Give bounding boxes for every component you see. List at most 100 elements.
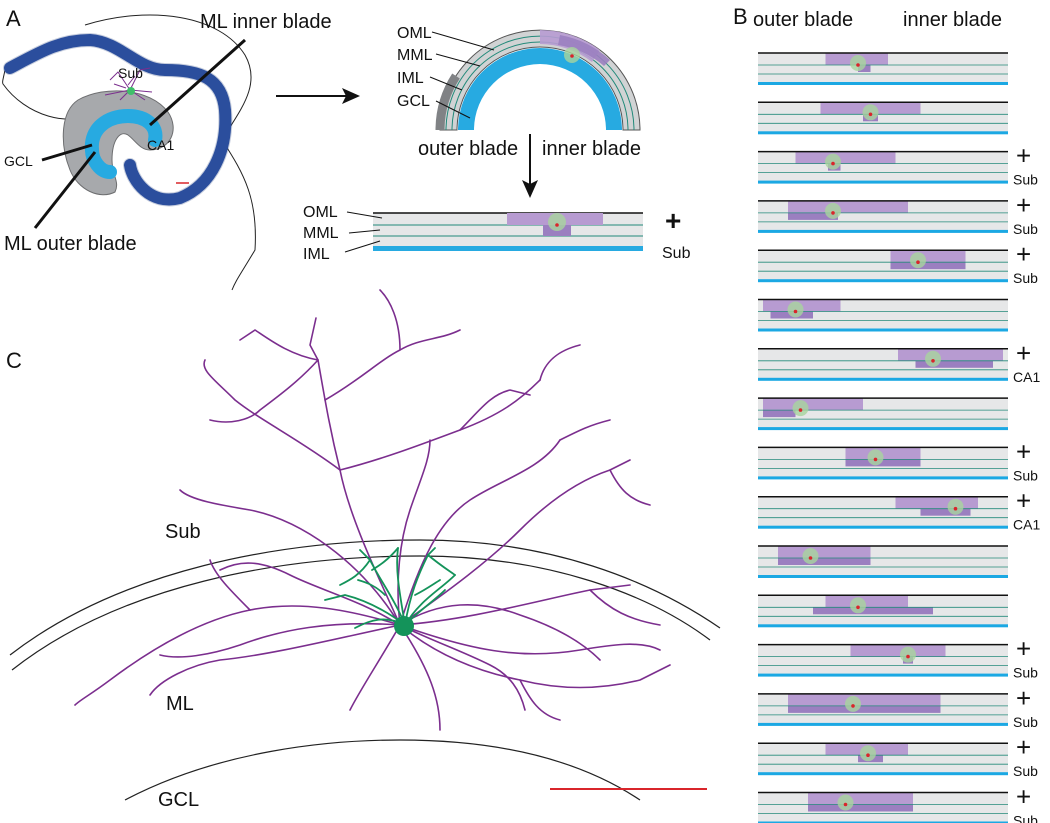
panel-b-row: +Sub xyxy=(758,732,1038,779)
row-outer-axon-span xyxy=(763,398,863,411)
row-projection-label: Sub xyxy=(1013,172,1038,188)
schematic-layer-mml: MML xyxy=(397,47,433,64)
row-gcl-line xyxy=(758,673,1008,677)
row-gcl-line xyxy=(758,476,1008,480)
row-gcl-line xyxy=(758,131,1008,135)
flat-schematic xyxy=(373,212,643,251)
row-soma-halo xyxy=(862,104,879,121)
row-soma-dot xyxy=(831,161,835,166)
row-gcl-line xyxy=(758,772,1008,776)
row-soma-dot xyxy=(866,753,870,757)
panel-b-row xyxy=(758,594,1008,628)
schematic-layer-iml: IML xyxy=(397,70,424,87)
label-sub-a: Sub xyxy=(118,65,143,81)
row-soma-halo xyxy=(787,301,804,318)
row-soma-dot xyxy=(856,605,860,610)
label-ml-inner-blade: ML inner blade xyxy=(200,11,332,33)
row-gcl-line xyxy=(758,624,1008,628)
panel-c-gcl: GCL xyxy=(158,789,199,811)
leader-gcl xyxy=(41,143,93,162)
row-soma-dot xyxy=(856,63,860,67)
row-plus-sign: + xyxy=(1016,683,1031,713)
row-plus-sign: + xyxy=(1016,190,1031,220)
schematic-layer-gcl: GCL xyxy=(397,93,430,110)
row-plus-sign: + xyxy=(1016,782,1031,812)
semicircle-schematic xyxy=(435,29,641,131)
purple-axon-tree xyxy=(74,289,671,731)
panel-b-row: +Sub xyxy=(758,190,1038,237)
row-soma-halo xyxy=(845,695,861,712)
row-inner-axon-span xyxy=(763,410,796,418)
row-plus-sign: + xyxy=(1016,634,1031,664)
row-soma-dot xyxy=(831,211,835,215)
row-soma-dot xyxy=(808,556,813,560)
row-projection-label: Sub xyxy=(1013,467,1038,483)
row-outer-axon-span xyxy=(788,693,941,706)
row-soma-halo xyxy=(925,350,941,367)
arrow-down xyxy=(522,134,538,198)
flat-sub: Sub xyxy=(662,245,691,262)
row-outer-axon-span xyxy=(845,447,921,460)
row-inner-axon-span xyxy=(788,212,838,220)
row-soma-halo xyxy=(802,548,819,564)
panel-label-b: B xyxy=(733,4,748,29)
granule-cell-layer xyxy=(84,108,163,157)
row-plus-sign: + xyxy=(1016,338,1031,368)
panel-b-inner-blade: inner blade xyxy=(903,9,1002,31)
row-gcl-line xyxy=(758,279,1008,283)
row-soma-halo xyxy=(910,252,926,269)
row-soma-dot xyxy=(798,408,803,412)
row-background xyxy=(758,250,1008,282)
row-inner-axon-span xyxy=(813,607,933,615)
row-inner-axon-span xyxy=(788,705,941,713)
row-gcl-line xyxy=(758,722,1008,726)
row-soma-dot xyxy=(868,112,873,117)
row-inner-axon-span xyxy=(915,360,993,368)
flat-plus: + xyxy=(665,205,681,236)
row-projection-label: Sub xyxy=(1013,714,1038,730)
row-projection-label: Sub xyxy=(1013,813,1038,823)
row-outer-axon-span xyxy=(808,792,913,805)
row-plus-sign: + xyxy=(1016,239,1031,269)
row-soma-dot xyxy=(931,359,935,363)
row-soma-dot xyxy=(906,654,910,659)
panel-label-c: C xyxy=(6,348,22,373)
panel-b-outer-blade: outer blade xyxy=(753,9,853,31)
row-outer-axon-span xyxy=(898,348,1003,361)
row-soma-halo xyxy=(825,202,841,219)
panel-c-soma xyxy=(394,616,414,636)
flat-leaders xyxy=(344,211,383,253)
row-inner-axon-span xyxy=(890,262,966,270)
mini-soma xyxy=(127,87,135,95)
schematic-inner-blade: inner blade xyxy=(542,138,641,160)
row-gcl-line xyxy=(758,229,1008,233)
row-inner-axon-span xyxy=(845,459,921,467)
panel-b-row: +Sub xyxy=(758,683,1038,730)
row-plus-sign: + xyxy=(1016,436,1031,466)
panel-label-a: A xyxy=(6,6,21,31)
row-soma-dot xyxy=(843,802,848,807)
flat-layer-mml: MML xyxy=(303,225,339,242)
row-projection-label: Sub xyxy=(1013,763,1038,779)
row-soma-dot xyxy=(873,457,878,462)
row-gcl-line xyxy=(758,525,1008,529)
row-outer-axon-span xyxy=(895,496,978,509)
panel-b-row: +Sub xyxy=(758,436,1038,483)
ca-pyramidal-band xyxy=(4,33,232,206)
label-gcl-a: GCL xyxy=(4,153,33,169)
label-ml-outer-blade: ML outer blade xyxy=(4,233,137,255)
row-gcl-line xyxy=(758,575,1008,578)
row-soma-halo xyxy=(850,597,866,614)
row-gcl-line xyxy=(758,82,1008,85)
row-soma-halo xyxy=(837,794,854,811)
row-inner-axon-span xyxy=(808,804,913,812)
row-gcl-line xyxy=(758,427,1008,431)
row-outer-axon-span xyxy=(795,151,896,164)
row-projection-label: Sub xyxy=(1013,270,1038,286)
row-projection-label: Sub xyxy=(1013,221,1038,237)
row-projection-label: CA1 xyxy=(1013,517,1040,533)
row-soma-halo xyxy=(825,153,841,170)
flat-layer-iml: IML xyxy=(303,246,330,263)
row-outer-axon-span xyxy=(788,200,908,213)
